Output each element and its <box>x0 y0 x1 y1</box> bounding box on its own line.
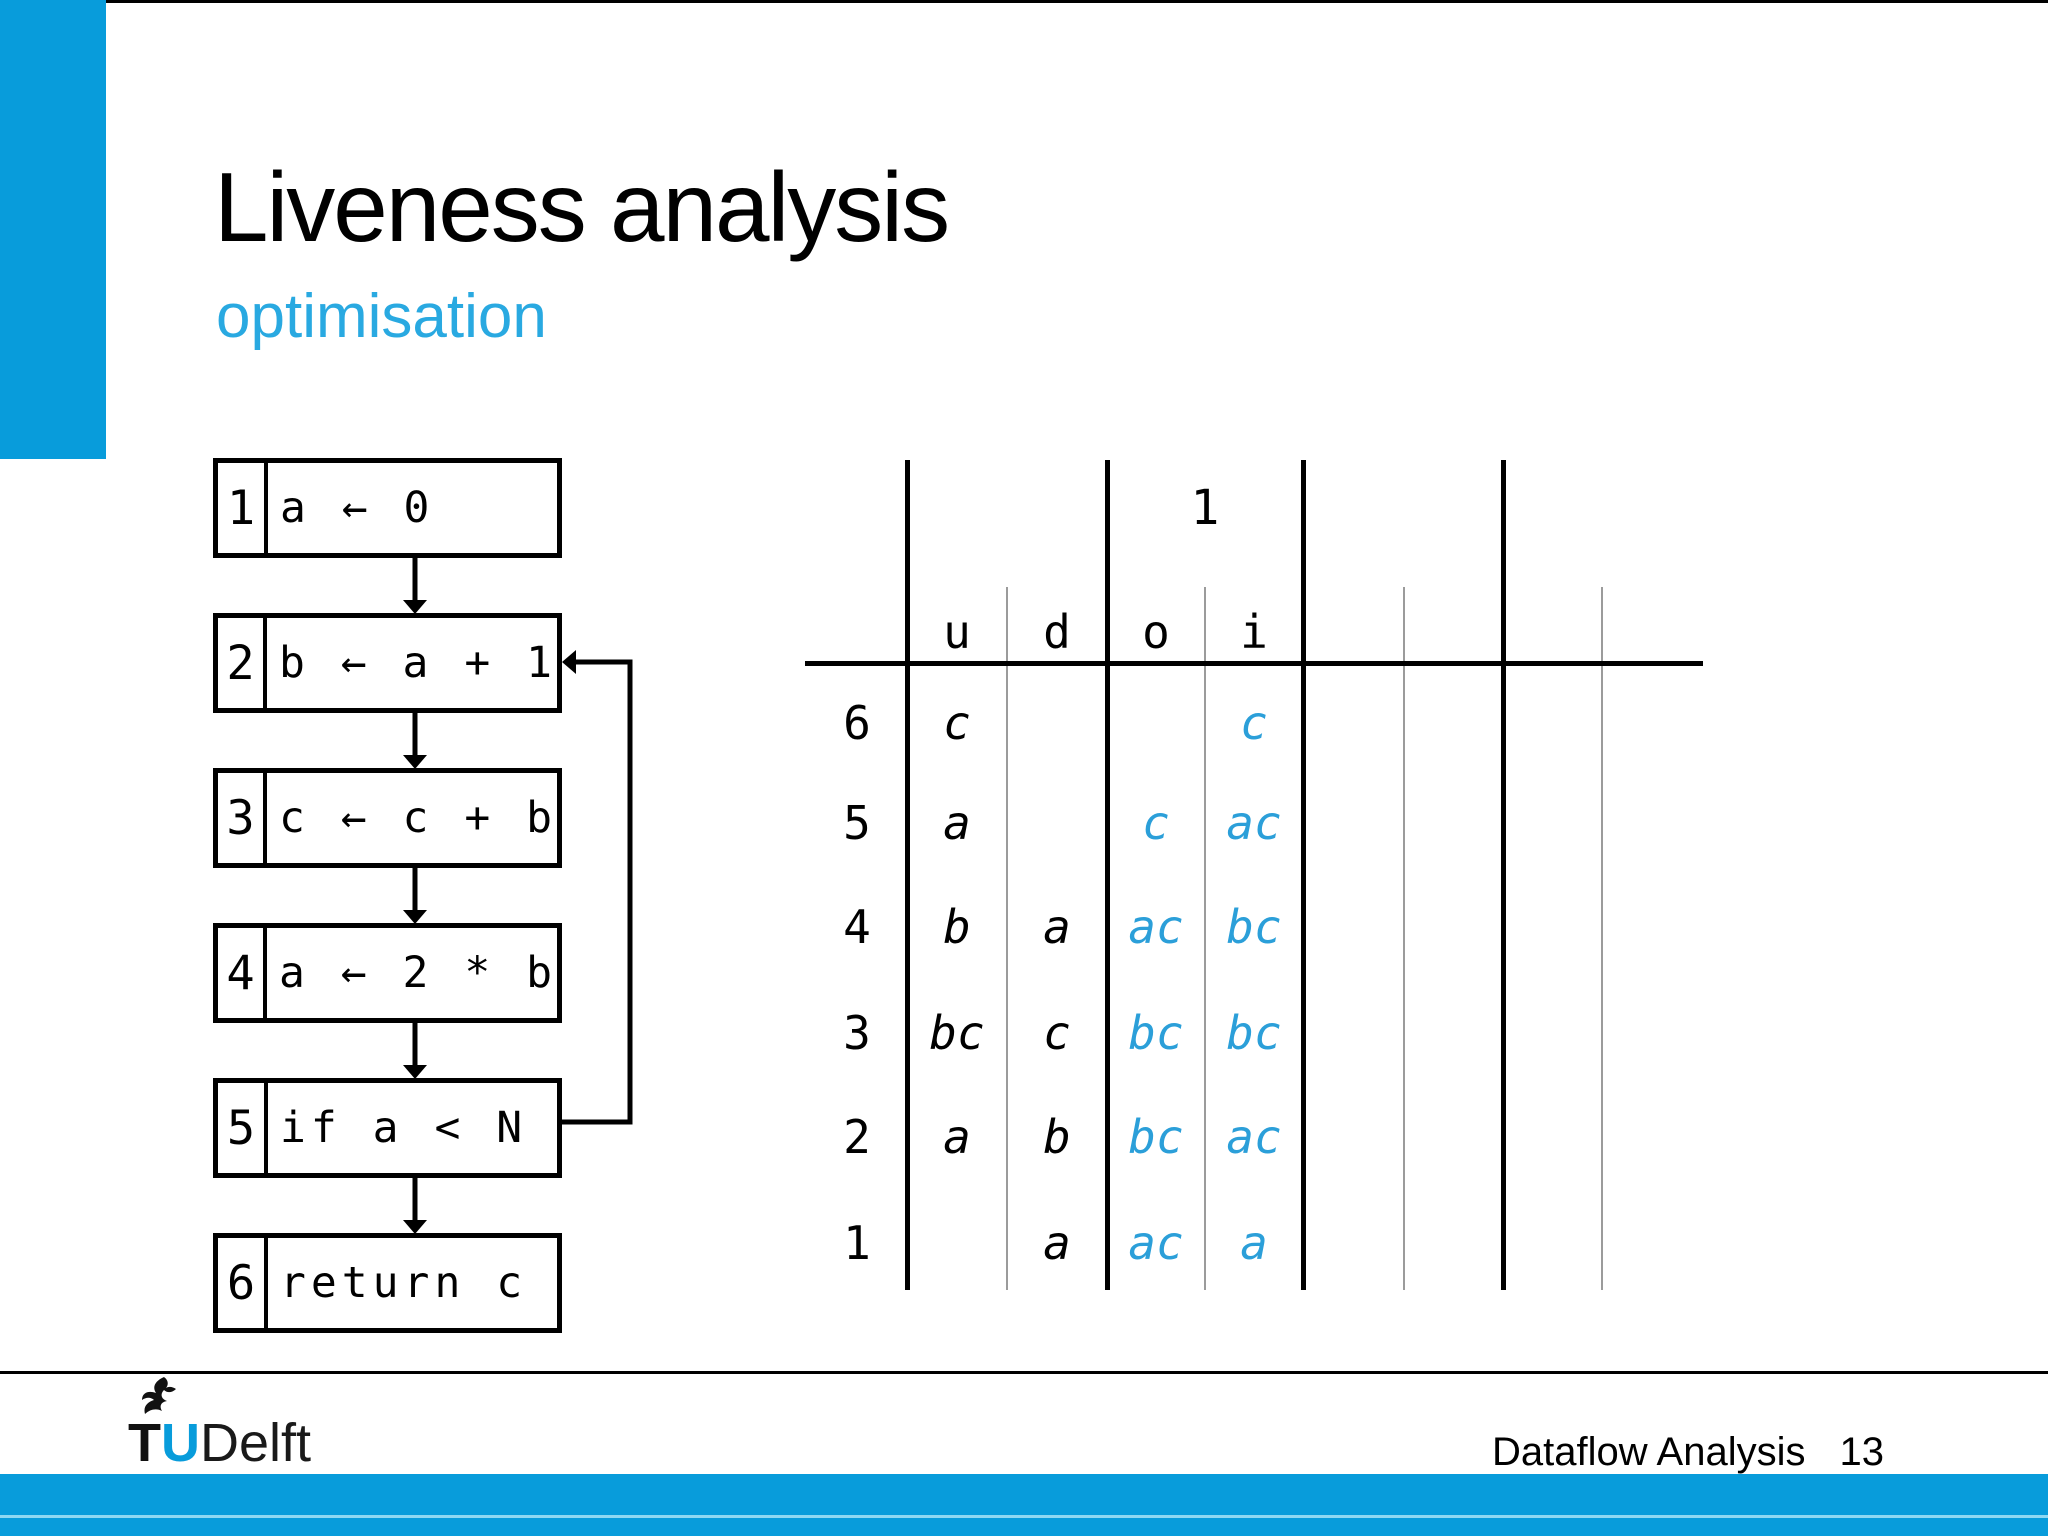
cell-i: c <box>1240 696 1268 750</box>
block-number: 1 <box>218 463 268 553</box>
arrowhead-down-icon <box>403 1220 427 1234</box>
block-code: a ← 2 * b <box>279 948 557 998</box>
cell-u: a <box>943 796 971 850</box>
block-number: 3 <box>218 773 267 863</box>
table-header-rule <box>805 661 1703 666</box>
col-header-u: u <box>943 605 971 659</box>
left-accent-bar <box>0 0 106 459</box>
flow-block-1: 1 a ← 0 <box>213 458 562 558</box>
logo-delft: Delft <box>200 1413 312 1473</box>
flow-block-5: 5 if a < N <box>213 1078 562 1178</box>
page-title: Liveness analysis <box>214 152 950 262</box>
flow-block-4: 4 a ← 2 * b <box>213 923 562 1023</box>
row-line-number: 5 <box>843 796 871 850</box>
logo-letter-t: T <box>128 1413 161 1473</box>
cell-i: ac <box>1226 1110 1282 1164</box>
arrowhead-down-icon <box>403 755 427 769</box>
arrowhead-down-icon <box>403 910 427 924</box>
block-code: c ← c + b <box>279 793 557 843</box>
table-vline-thick <box>1105 460 1110 1290</box>
block-code: b ← a + 1 <box>279 638 557 688</box>
cell-u: bc <box>929 1006 985 1060</box>
arrowhead-down-icon <box>403 1065 427 1079</box>
cell-i: bc <box>1226 1006 1282 1060</box>
table-vline-thin <box>1403 587 1405 1290</box>
cell-u: b <box>943 900 971 954</box>
block-code: a ← 0 <box>280 483 435 533</box>
tu-delft-flame-icon <box>142 1377 176 1414</box>
cell-d: b <box>1043 1110 1071 1164</box>
col-header-d: d <box>1043 605 1071 659</box>
block-number: 2 <box>218 618 267 708</box>
cell-o: bc <box>1128 1006 1184 1060</box>
row-line-number: 2 <box>843 1110 871 1164</box>
cell-o: bc <box>1128 1110 1184 1164</box>
block-code: if a < N <box>280 1103 528 1153</box>
cell-d: a <box>1043 1216 1071 1270</box>
course-name: Dataflow Analysis <box>1492 1430 1806 1474</box>
cell-o: c <box>1142 796 1170 850</box>
loop-back-edge <box>562 659 633 1125</box>
row-line-number: 3 <box>843 1006 871 1060</box>
table-vline-thick <box>1301 460 1306 1290</box>
tu-delft-wordmark: TUDelft <box>128 1416 311 1470</box>
frame-top-edge <box>0 0 2048 3</box>
footer-text: Dataflow Analysis 13 <box>1492 1430 1884 1475</box>
logo-letter-u: U <box>161 1413 200 1473</box>
cell-d: a <box>1043 900 1071 954</box>
row-line-number: 4 <box>843 900 871 954</box>
footer-divider <box>0 1371 2048 1374</box>
row-line-number: 6 <box>843 696 871 750</box>
cell-o: ac <box>1128 900 1184 954</box>
block-code: return c <box>280 1258 528 1308</box>
arrowhead-down-icon <box>403 600 427 614</box>
table-vline-thick <box>1501 460 1506 1290</box>
flow-block-3: 3 c ← c + b <box>213 768 562 868</box>
row-line-number: 1 <box>843 1216 871 1270</box>
cell-i: a <box>1240 1216 1268 1270</box>
cell-o: ac <box>1128 1216 1184 1270</box>
block-number: 6 <box>218 1238 268 1328</box>
table-vline-thin <box>1204 587 1206 1290</box>
block-number: 4 <box>218 928 267 1018</box>
cell-u: c <box>943 696 971 750</box>
table-vline-thin <box>1601 587 1603 1290</box>
cell-i: ac <box>1226 796 1282 850</box>
col-header-i: i <box>1240 605 1268 659</box>
cell-i: bc <box>1226 900 1282 954</box>
tu-delft-logo: TUDelft <box>126 1376 386 1470</box>
page-subtitle: optimisation <box>216 282 547 351</box>
block-number: 5 <box>218 1083 268 1173</box>
table-vline-thin <box>1006 587 1008 1290</box>
bottom-accent-bar <box>0 1474 2048 1536</box>
flow-block-6: 6 return c <box>213 1233 562 1333</box>
page-number: 13 <box>1839 1430 1884 1474</box>
bottom-bar-stripe <box>0 1515 2048 1518</box>
table-vline-thick <box>905 460 910 1290</box>
iteration-label: 1 <box>1190 480 1220 536</box>
arrowhead-left-icon <box>562 650 576 674</box>
flow-block-2: 2 b ← a + 1 <box>213 613 562 713</box>
col-header-o: o <box>1142 605 1170 659</box>
cell-d: c <box>1043 1006 1071 1060</box>
cell-u: a <box>943 1110 971 1164</box>
